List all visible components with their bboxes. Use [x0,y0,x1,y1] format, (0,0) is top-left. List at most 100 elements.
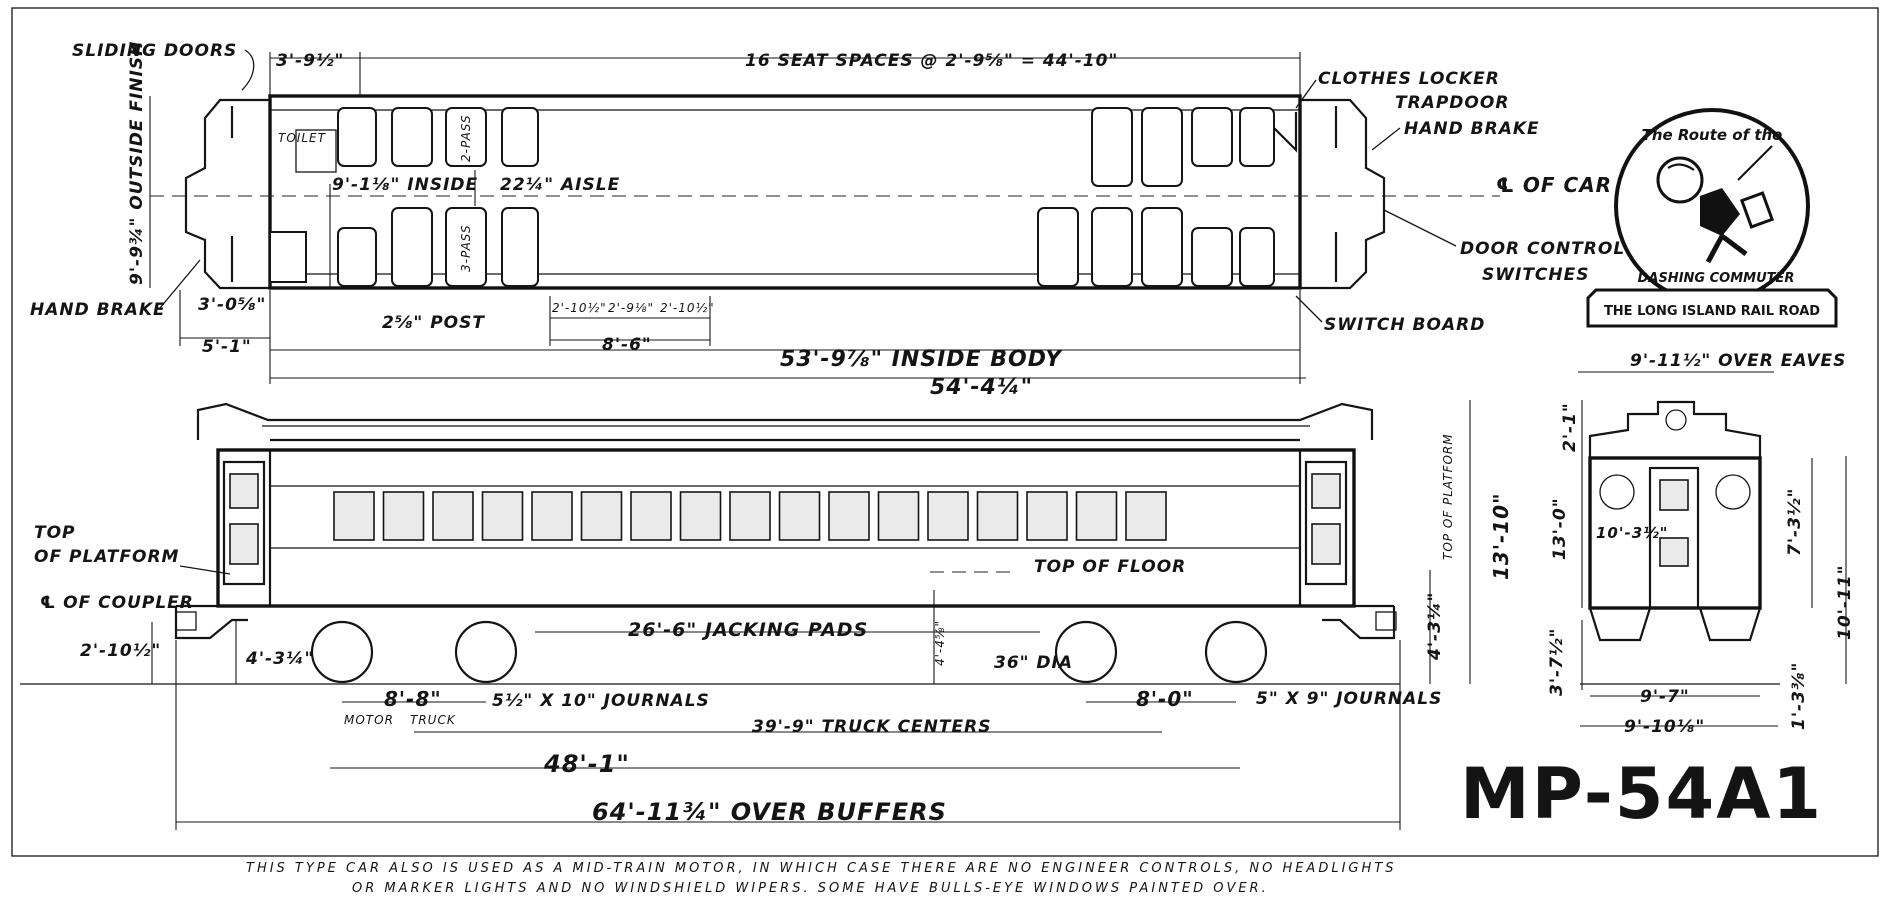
side-window [1075,491,1118,541]
plan-seats-left [337,107,539,287]
label-switch-board: SWITCH BOARD [1324,315,1485,335]
label-dim-8-6: 8'-6" [602,335,652,355]
side-roof [196,402,1374,440]
label-dim-4-3: 4'-3¼" [245,649,314,669]
label-seat-spaces: 16 SEAT SPACES @ 2'-9⅝" = 44'-10" [745,51,1118,71]
label-sliding-doors: SLIDING DOORS [72,41,237,61]
plan-view: SLIDING DOORS HAND BRAKE 9'-9¾" OUTSIDE … [30,41,1625,400]
label-clothes-locker: CLOTHES LOCKER [1318,69,1500,89]
lirr-emblem: The Route of the DASHING COMMUTER THE LO… [1586,108,1838,328]
bulls-eye-window-left [1599,474,1635,510]
side-window [729,491,771,541]
label-dim-2-10: 2'-10½" [80,641,161,661]
commuter-figure-icon [1656,145,1775,264]
label-door-control-1: DOOR CONTROL [1460,239,1625,259]
label-hand-brake-right: HAND BRAKE [1404,119,1540,139]
label-journals-front: 5½" X 10" JOURNALS [492,691,710,711]
label-two-pass: 2-PASS [459,114,473,162]
label-dim-3-0: 3'-0⅝" [198,295,266,315]
label-over-eaves: 9'-11½" OVER EAVES [1630,351,1846,371]
label-cl-coupler: ℄ OF COUPLER [40,593,194,613]
label-wheel-dia: 36" DIA [994,653,1073,673]
side-window [333,491,375,541]
label-dim-3-9: 3'-9½" [276,51,344,71]
label-seat-dim-3: 2'-10½" [660,301,715,315]
label-top-of-platform-v: TOP OF PLATFORM [1441,433,1455,560]
side-window [828,491,870,541]
label-hand-brake-left: HAND BRAKE [30,300,166,320]
label-dim-9-7: 9'-7" [1640,687,1690,707]
label-dim-4-3-v: 4'-3¼" [1425,592,1445,661]
label-truck: TRUCK [410,713,456,727]
label-seat-dim-1: 2'-10½" [552,301,607,315]
side-window [531,491,573,541]
label-jacking-pads: 26'-6" JACKING PADS [628,619,868,641]
emblem-title: The Route of the [1642,126,1783,144]
label-dim-7-3: 7'-3½" [1785,488,1805,556]
label-three-pass: 3-PASS [459,224,473,272]
bulls-eye-window-right [1715,474,1751,510]
end-view-roof [1588,400,1762,458]
drawing-id: MP-54A1 [1460,753,1823,835]
label-top-platform-1: TOP [34,523,76,543]
label-truck-centers: 39'-9" TRUCK CENTERS [752,717,991,737]
side-left-door [222,460,266,586]
wheel-1 [310,620,374,684]
side-right-door [1304,460,1348,586]
right-vestibule [1300,98,1386,290]
end-view: 9'-11½" OVER EAVES 2'-1" 13'-0" 10'-3½" … [1547,351,1855,737]
label-inside-body: 53'-9⅞" INSIDE BODY [780,347,1063,372]
label-dim-9-10: 9'-10⅛" [1624,717,1705,737]
label-centerline-of-car: ℄ OF CAR [1496,173,1612,197]
side-window [927,491,969,541]
emblem-subtitle: DASHING COMMUTER [1638,271,1795,286]
label-over-buffers: 64'-11¾" OVER BUFFERS [592,798,947,826]
label-top-platform-2: OF PLATFORM [34,547,179,567]
side-window [382,491,425,541]
side-window [877,491,920,541]
emblem-banner [1586,288,1838,328]
label-height-total: 13'-10" [1489,492,1513,580]
plan-car-body [268,94,1302,290]
footnote-line-1: THIS TYPE CAR ALSO IS USED AS A MID-TRAI… [246,861,1396,876]
label-dim-13-0: 13'-0" [1550,497,1570,560]
label-dim-8-8: 8'-8" [384,687,442,711]
label-dim-5-1: 5'-1" [202,337,252,357]
side-window [481,491,524,541]
label-journals-rear: 5" X 9" JOURNALS [1256,689,1442,709]
wheel-3 [1054,620,1118,684]
label-post: 2⅝" POST [382,313,485,333]
footnote-line-2: OR MARKER LIGHTS AND NO WINDSHIELD WIPER… [352,881,1269,896]
side-window [432,491,474,541]
label-dim-2-1: 2'-1" [1560,402,1580,452]
wheel-4 [1204,620,1268,684]
wheel-2 [454,620,518,684]
label-inside-width: 9'-1⅛" INSIDE [332,175,478,195]
side-window [630,491,672,541]
side-window [580,491,623,541]
label-dim-48-1: 48'-1" [543,750,630,778]
label-dim-10-3: 10'-3½" [1596,524,1668,542]
label-motor: MOTOR [344,713,394,727]
label-overall-body: 54'-4¼" [930,375,1033,400]
side-window [679,491,722,541]
label-dim-1-3: 1'-3⅜" [1789,662,1809,730]
sheet-border [11,7,1879,857]
headlight-icon [1665,409,1687,431]
label-dim-3-7: 3'-7½" [1547,628,1567,696]
side-window [778,491,821,541]
side-window [976,491,1019,541]
label-trapdoor: TRAPDOOR [1395,93,1509,113]
plan-seats-right [1037,107,1275,287]
label-dim-4-4: 4'-4⅝" [933,620,947,666]
label-door-control-2: SWITCHES [1482,265,1589,285]
left-vestibule [184,98,270,290]
side-window [1026,491,1068,541]
side-windows [333,491,1167,541]
emblem-railroad-name: THE LONG ISLAND RAIL ROAD [1604,304,1820,319]
label-outside-finish: 9'-9¾" OUTSIDE FINISH [127,41,147,285]
label-dim-8-0: 8'-0" [1136,687,1194,711]
label-dim-10-11: 10'-11" [1835,565,1855,640]
side-window [1125,491,1167,541]
